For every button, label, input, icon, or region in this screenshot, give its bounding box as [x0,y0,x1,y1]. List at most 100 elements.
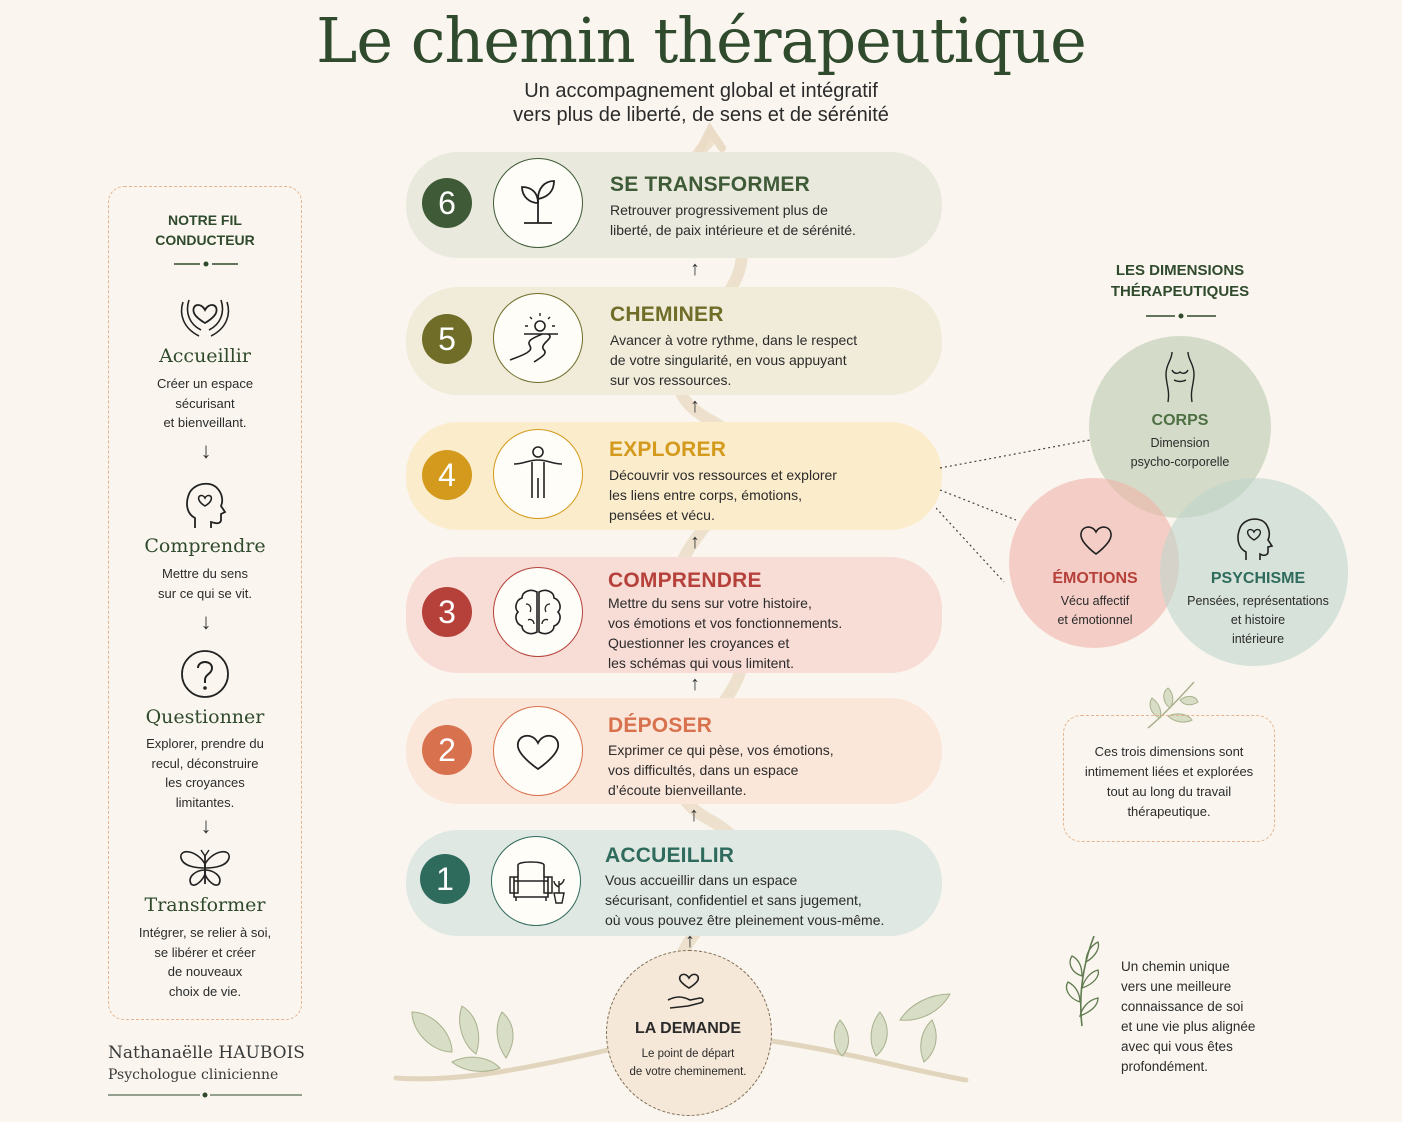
step-4-title: EXPLORER [609,438,727,461]
step-5-number: 5 [422,314,472,364]
step-1-title: ACCUEILLIR [605,844,735,867]
corps-title: CORPS [1151,412,1209,429]
text-line: se libérer et créer [154,944,256,960]
step-3-text: Mettre du sens sur votre histoire, vos é… [608,593,842,673]
signature-role: Psychologue clinicienne [108,1067,279,1083]
down-arrow-icon: ↓ [200,813,212,838]
hand-heart-icon [667,973,704,1009]
text-line: Dimension [1150,436,1210,450]
step-5-icon-ring [493,293,583,383]
guideline-panel [108,186,302,1020]
text-line: vers une meilleure [1121,979,1232,994]
text-line: Mettre du sens [162,566,248,581]
step-1-text: Vous accueillir dans un espace sécurisan… [605,870,884,930]
up-arrow-icon: ↑ [685,930,695,952]
step-2-number: 2 [422,725,472,775]
olive-branch-icon [1065,935,1100,1027]
step-5-text: Avancer à votre rythme, dans le respect … [610,330,857,390]
guideline-title-transformer: Transformer [144,894,266,916]
text-line: Exprimer ce qui pèse, vos émotions, [608,742,834,758]
divider-ornament [174,261,238,267]
step-4-number: 4 [422,450,472,500]
text-line: les liens entre corps, émotions, [609,487,802,503]
text-line: Explorer, prendre du [146,736,264,751]
armchair-plant-icon [509,861,565,904]
text-line: et histoire [1230,613,1286,627]
torso-icon [1165,351,1195,403]
heart-icon [517,734,559,771]
text-line: thérapeutique. [1127,804,1211,819]
text-line: Le point de départ [641,1048,735,1060]
text-line: recul, déconstruire [151,755,259,771]
dimensions-note-box [1063,715,1275,842]
up-arrow-icon: ↑ [690,395,700,417]
demande-title: LA DEMANDE [634,1020,742,1037]
guideline-title-comprendre: Comprendre [144,535,266,557]
step-1-number: 1 [420,854,470,904]
text-line: choix de vie. [168,983,242,999]
step-2-title: DÉPOSER [608,714,713,737]
heart-hands-icon [180,299,230,337]
up-arrow-icon: ↑ [689,804,699,826]
dimensions-note-text: Ces trois dimensions sont intimement lié… [1063,742,1275,822]
corps-text: Dimension psycho-corporelle [1089,434,1271,472]
text-line: avec qui vous êtes [1121,1039,1233,1054]
text-line: Mettre du sens sur votre histoire, [608,595,812,611]
step-5-title: CHEMINER [610,303,724,326]
guideline-text-accueillir: Créer un espace sécurisant et bienveilla… [108,374,302,433]
text-line: Vécu affectif [1060,594,1130,608]
step-2-text: Exprimer ce qui pèse, vos émotions, vos … [608,740,834,800]
divider-ornament [1146,313,1216,319]
page-title: Le chemin thérapeutique [316,4,1087,77]
psychisme-circle [1160,478,1348,666]
text-line: et émotionnel [1057,613,1133,627]
text-line: Retrouver progressivement plus de [610,202,828,218]
guideline-title-questionner: Questionner [145,706,265,728]
text-line: de votre cheminement. [629,1066,747,1078]
text-line: intérieure [1231,632,1285,646]
step-4-icon-ring [493,429,583,519]
text-line: Créer un espace [156,376,254,391]
text-line: limitantes. [175,794,235,810]
text-line: Intégrer, se relier à soi, [138,925,272,940]
guideline-heading-2: CONDUCTEUR [155,232,255,248]
text-line: sur vos ressources. [610,372,732,388]
text-line: Questionner les croyances et [608,635,790,651]
text-line: et une vie plus alignée [1121,1019,1256,1034]
step-3-icon-ring [493,567,583,657]
up-arrow-icon: ↑ [690,258,700,280]
head-heart-icon [186,482,227,528]
question-icon [181,650,229,698]
text-line: Vous accueillir dans un espace [605,872,798,888]
step-2-icon-ring [493,706,583,796]
subtitle-line-1: Un accompagnement global et intégratif [524,80,878,102]
text-line: intimement liées et explorées [1084,764,1254,779]
leaf-branch-left-icon [393,1005,611,1082]
text-line: tout au long du travail [1106,784,1232,799]
dimensions-heading-1: LES DIMENSIONS [1115,262,1245,279]
leaf-branch-right-icon [761,993,969,1083]
subtitle-line-2: vers plus de liberté, de sens et de séré… [513,104,889,126]
text-line: psycho-corporelle [1130,455,1230,469]
step-3-number: 3 [422,587,472,637]
signature-divider [108,1092,302,1098]
psychisme-title: PSYCHISME [1210,570,1306,587]
text-line: d’écoute bienveillante. [608,782,747,798]
sprout-icon [521,180,555,224]
guideline-text-comprendre: Mettre du sens sur ce qui se vit. [108,564,302,603]
emotions-title: ÉMOTIONS [1052,570,1138,587]
emotions-text: Vécu affectif et émotionnel [1009,592,1181,630]
leaf-sprig-icon [1147,681,1199,729]
text-line: Avancer à votre rythme, dans le respect [610,332,858,348]
text-line: pensées et vécu. [609,507,715,523]
down-arrow-icon: ↓ [200,609,212,634]
head-heart-icon [1237,518,1274,560]
text-line: connaissance de soi [1121,999,1244,1014]
text-line: vos émotions et vos fonctionnements. [608,615,843,631]
brain-icon [515,589,561,635]
closing-text: Un chemin unique vers une meilleure conn… [1121,957,1255,1077]
connector-lines [936,439,1091,583]
text-line: liberté, de paix intérieure et de séréni… [610,222,856,238]
person-open-arms-icon [513,446,563,498]
guideline-title-accueillir: Accueillir [159,345,251,367]
